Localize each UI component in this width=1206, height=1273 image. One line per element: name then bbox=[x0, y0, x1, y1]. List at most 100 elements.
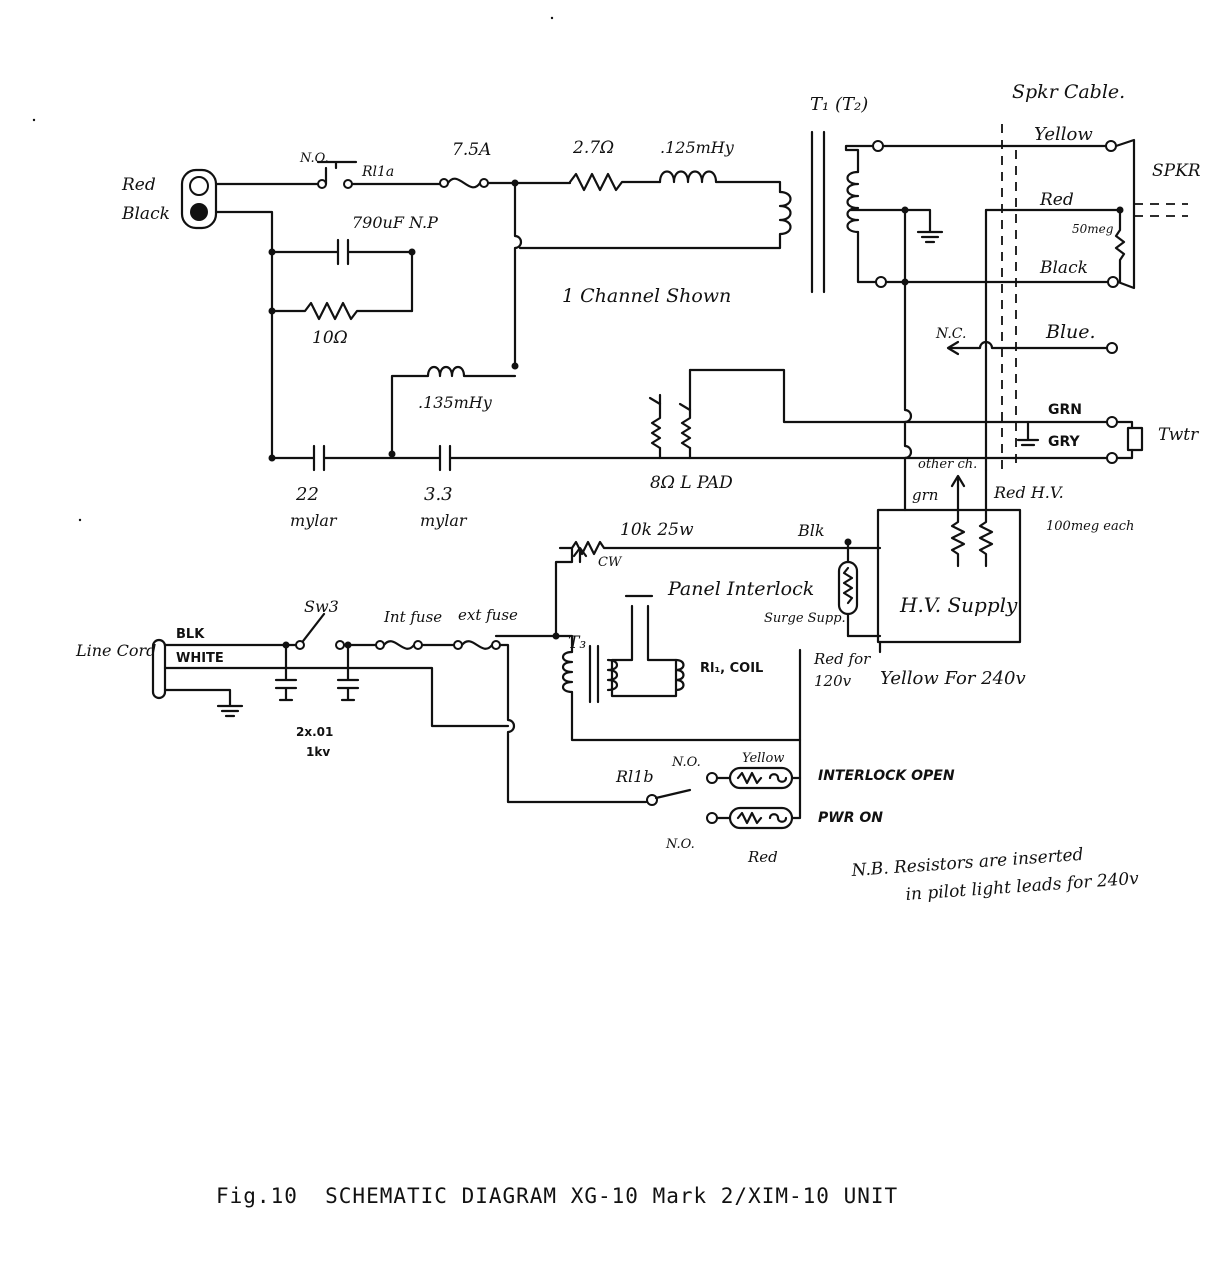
label-blk-short: Blk bbox=[797, 521, 825, 540]
label-yellow-240: Yellow For 240v bbox=[880, 668, 1026, 689]
label-red-hv: Red H.V. bbox=[993, 483, 1064, 502]
input-terminal bbox=[180, 168, 218, 230]
label-grn: GRN bbox=[1048, 402, 1082, 418]
scan-speck bbox=[32, 118, 36, 122]
label-line-cord: Line Cord bbox=[75, 641, 156, 660]
label-red-lamp: Red bbox=[747, 848, 778, 866]
resistor-10-ohm bbox=[270, 301, 414, 321]
label-red-for: Red for bbox=[813, 650, 871, 668]
capacitor-01-b bbox=[336, 643, 360, 702]
label-lpad: 8Ω L PAD bbox=[650, 473, 733, 493]
relay-contact-rl1b bbox=[654, 788, 692, 800]
label-cw: CW bbox=[598, 555, 623, 570]
wire bbox=[513, 181, 523, 368]
scan-speck bbox=[550, 16, 554, 20]
label-panel-interlock: Panel Interlock bbox=[667, 578, 814, 600]
label-no-2: N.O. bbox=[671, 755, 701, 770]
fuse-int bbox=[375, 640, 423, 650]
resistor-10k-25w bbox=[554, 540, 882, 638]
wire bbox=[494, 634, 802, 742]
fuse-7-5a bbox=[439, 177, 489, 189]
l-pad-8-ohm bbox=[648, 368, 692, 460]
label-red: Red bbox=[121, 175, 156, 195]
label-fuse-7-5a: 7.5A bbox=[452, 140, 491, 160]
primary-coil bbox=[518, 190, 792, 250]
arrow bbox=[946, 340, 960, 356]
label-black-wire: Black bbox=[1039, 258, 1088, 278]
wire bbox=[856, 230, 878, 284]
label-ind-135: .135mHy bbox=[418, 393, 493, 412]
label-grn-short: grn bbox=[912, 486, 938, 504]
label-other-ch: other ch. bbox=[918, 457, 977, 472]
relay-coil bbox=[674, 658, 685, 692]
label-rl1a: Rl1a bbox=[361, 164, 394, 180]
hv-supply-box bbox=[876, 508, 1022, 644]
t3-core bbox=[588, 644, 600, 704]
label-120v: 120v bbox=[814, 672, 852, 690]
speaker-leads bbox=[1134, 203, 1188, 217]
label-one-channel: 1 Channel Shown bbox=[562, 285, 731, 307]
pilot-lamp-yellow bbox=[728, 766, 794, 790]
wire-50meg bbox=[984, 208, 1126, 284]
label-cap-790: 790uF N.P bbox=[352, 213, 438, 232]
label-sw: Sw3 bbox=[304, 597, 339, 616]
ground-symbol bbox=[1016, 420, 1040, 447]
label-ind-125: .125mHy bbox=[660, 138, 735, 157]
label-cap-33: 3.3 bbox=[424, 484, 453, 505]
capacitor-01-a bbox=[274, 643, 298, 702]
pot-wiper bbox=[572, 546, 588, 564]
capacitor-790uf bbox=[270, 238, 414, 313]
wire bbox=[498, 643, 648, 804]
label-res-10k: 10k 25w bbox=[620, 520, 694, 540]
label-rl1b: Rl1b bbox=[615, 767, 654, 786]
secondary-coil bbox=[846, 170, 860, 234]
resistor-100meg bbox=[978, 468, 994, 568]
speaker-symbol bbox=[1114, 138, 1136, 290]
interlock-switch bbox=[610, 594, 678, 698]
inductor-125mhy bbox=[658, 170, 782, 194]
label-rl1-coil: Rl₁, COIL bbox=[700, 661, 763, 676]
t3-secondary bbox=[606, 658, 619, 692]
surge-suppressor bbox=[837, 560, 859, 616]
label-surge-supp: Surge Supp. bbox=[764, 611, 846, 626]
arrow bbox=[950, 474, 966, 514]
ground-symbol bbox=[163, 688, 244, 718]
wire bbox=[790, 776, 802, 820]
label-gry: GRY bbox=[1048, 434, 1081, 450]
label-pwr-on: PWR ON bbox=[818, 810, 883, 826]
wire bbox=[214, 210, 274, 460]
label-no-3: N.O. bbox=[665, 837, 695, 852]
label-mylar-1: mylar bbox=[290, 511, 338, 530]
transformer-core bbox=[810, 130, 826, 294]
label-kv: 1kv bbox=[306, 745, 330, 759]
label-caps-01: 2x.01 bbox=[296, 725, 333, 739]
label-red-wire: Red bbox=[1039, 190, 1074, 210]
ground-symbol bbox=[848, 208, 944, 244]
wire bbox=[948, 340, 1110, 350]
label-blk-caps: BLK bbox=[176, 627, 205, 642]
label-ext-fuse: ext fuse bbox=[458, 606, 518, 624]
label-mylar-2: mylar bbox=[420, 511, 468, 530]
capacitor-22-and-3-3 bbox=[270, 444, 662, 472]
label-spkr-cable: Spkr Cable. bbox=[1012, 81, 1125, 103]
label-blue: Blue. bbox=[1045, 321, 1096, 343]
surge-suppressor-element bbox=[842, 566, 854, 605]
wire bbox=[688, 368, 907, 424]
label-interlock-open: INTERLOCK OPEN bbox=[818, 768, 955, 784]
label-hv-supply: H.V. Supply bbox=[899, 593, 1018, 617]
wire bbox=[844, 144, 876, 174]
label-no-1: N.O. bbox=[299, 151, 329, 166]
inductor-135mhy bbox=[390, 365, 517, 456]
wire bbox=[163, 666, 510, 728]
resistor-100meg bbox=[950, 510, 966, 568]
label-int-fuse: Int fuse bbox=[383, 608, 442, 626]
label-res-2-7: 2.7Ω bbox=[572, 138, 614, 158]
fuse-ext bbox=[453, 640, 501, 650]
relay-contact-rl1a bbox=[316, 160, 358, 189]
pilot-lamp-red bbox=[728, 806, 794, 830]
label-res-10: 10Ω bbox=[312, 328, 348, 348]
label-yellow-lamp: Yellow bbox=[742, 751, 784, 766]
label-nc: N.C. bbox=[935, 326, 966, 342]
t3-coil bbox=[561, 650, 574, 694]
